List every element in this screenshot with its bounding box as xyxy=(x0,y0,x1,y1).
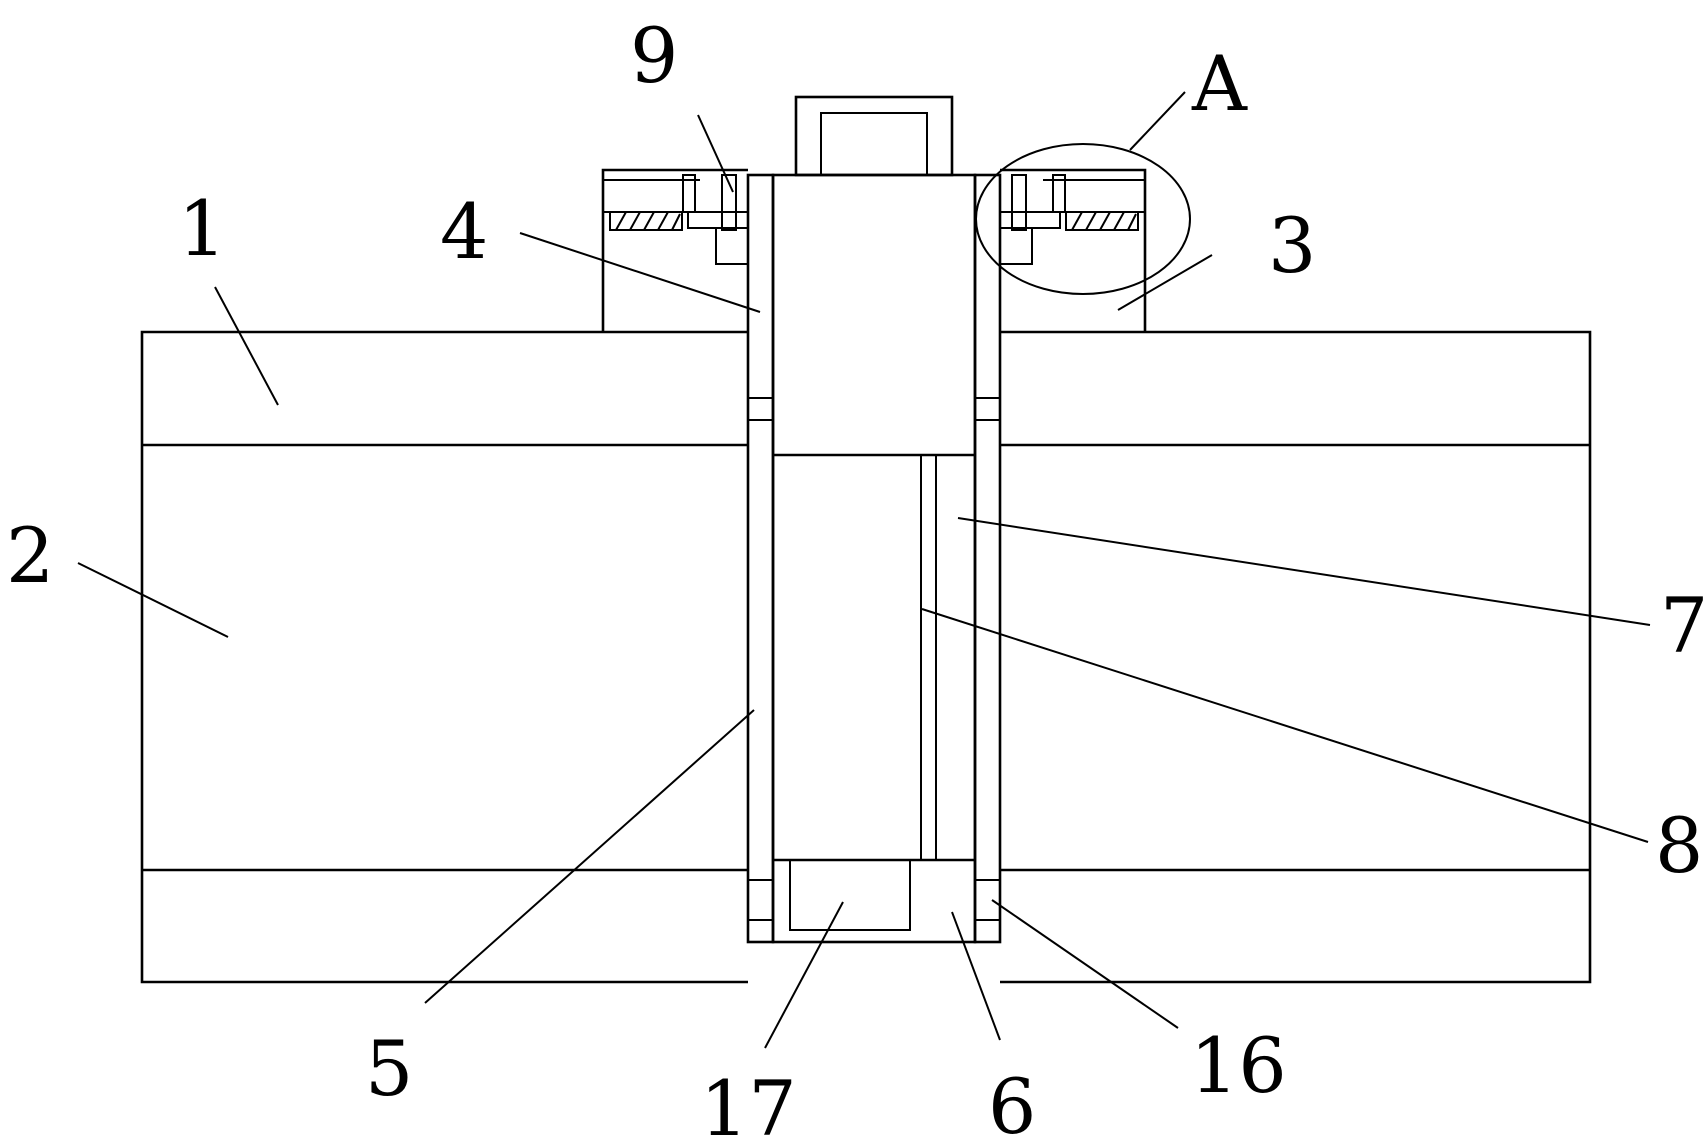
leader-5 xyxy=(424,709,755,1004)
label-4: 4 xyxy=(440,187,488,276)
leader-16 xyxy=(991,899,1179,1029)
top-mechanism-right-detail-a xyxy=(999,174,1145,265)
main-body-part-1-2 xyxy=(140,330,1592,984)
leader-1 xyxy=(214,286,279,406)
top-handle-block xyxy=(794,95,954,177)
leader-3 xyxy=(1117,254,1213,311)
label-9: 9 xyxy=(630,11,678,100)
label-a: A xyxy=(1191,39,1248,128)
label-3: 3 xyxy=(1268,201,1316,290)
label-16: 16 xyxy=(1190,1021,1287,1110)
label-5: 5 xyxy=(365,1024,413,1113)
label-6: 6 xyxy=(988,1062,1036,1144)
sleeve-walls-part-4-5 xyxy=(746,173,1002,944)
label-17: 17 xyxy=(700,1064,797,1144)
leader-8 xyxy=(921,608,1649,843)
detail-a-circle xyxy=(975,143,1191,295)
label-1: 1 xyxy=(178,184,226,273)
leader-7 xyxy=(957,517,1651,626)
leader-9 xyxy=(697,114,734,193)
leader-a xyxy=(1129,91,1186,151)
top-mount-seat-part-3 xyxy=(601,168,1147,332)
label-2: 2 xyxy=(6,511,54,600)
top-mechanism-left-part-9 xyxy=(603,174,749,265)
leader-6 xyxy=(951,911,1001,1041)
leader-lines xyxy=(77,91,1651,1049)
reference-labels: 1 2 3 4 5 6 7 8 9 16 17 A xyxy=(6,11,1708,1144)
leader-4 xyxy=(519,232,761,313)
inner-column-part-6-7-8 xyxy=(748,173,1000,944)
label-7: 7 xyxy=(1660,581,1708,670)
leader-17 xyxy=(764,901,844,1049)
label-8: 8 xyxy=(1655,801,1703,890)
leader-2 xyxy=(77,562,229,638)
